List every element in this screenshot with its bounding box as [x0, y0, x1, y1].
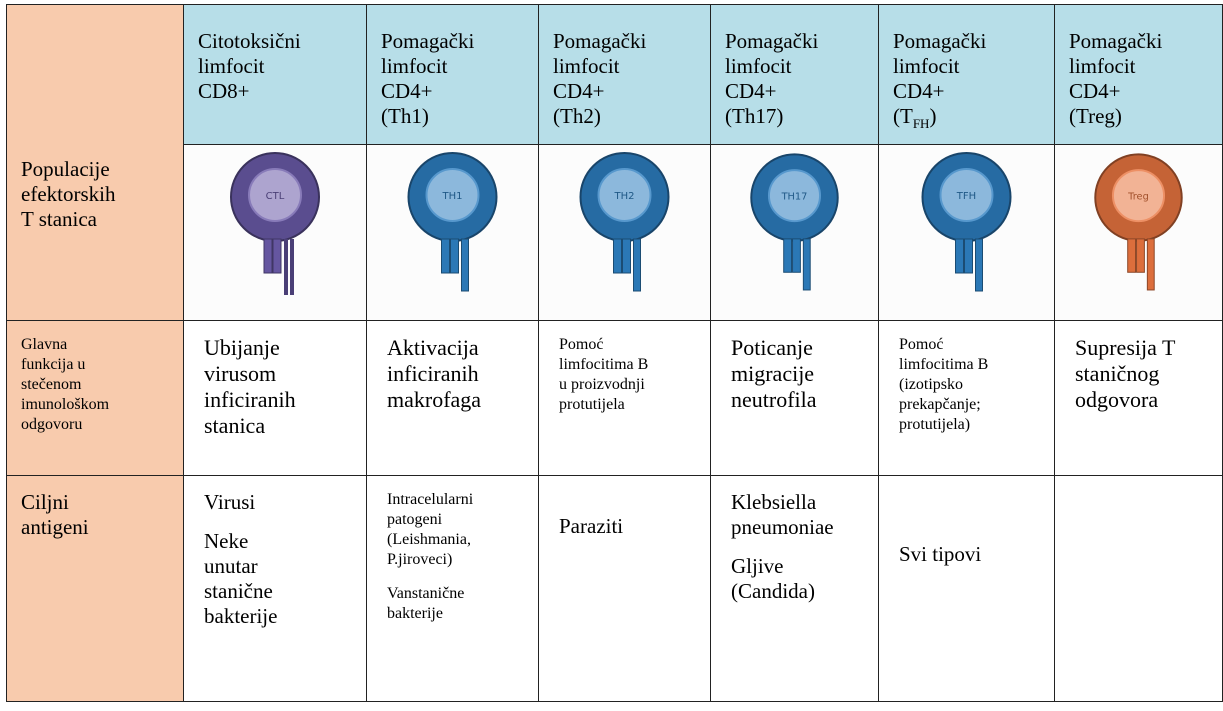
col-head-treg: Pomagački limfocit CD4+ (Treg)	[1054, 4, 1223, 145]
function-th1: Aktivacija inficiranih makrofaga	[366, 320, 539, 476]
svg-text:Treg: Treg	[1127, 192, 1149, 203]
th17-cell-icon: TH17	[711, 145, 878, 320]
th1-cell-icon: TH1	[367, 145, 538, 320]
function-th17: Poticanje migracije neutrofila	[710, 320, 879, 476]
target-item: Gljive (Candida)	[731, 554, 815, 603]
ctl-cell-icon: CTL	[184, 145, 366, 320]
target-item: Intracelularni patogeni (Leishmania, P.j…	[387, 491, 474, 568]
cell-image-th2: TH2	[538, 144, 711, 321]
col-head-tfh-end: )	[929, 104, 937, 128]
svg-text:TFH: TFH	[956, 191, 976, 202]
row-label-population: Populacije efektorskih T stanica	[6, 4, 184, 321]
function-tfh: Pomoć limfocitima B (izotipsko prekapčan…	[878, 320, 1055, 476]
function-treg: Supresija T staničnog odgovora	[1054, 320, 1223, 476]
th2-cell-icon: TH2	[539, 145, 710, 320]
target-item: Paraziti	[559, 514, 624, 538]
svg-text:TH17: TH17	[781, 192, 808, 203]
cell-image-tfh: TFH	[878, 144, 1055, 321]
target-item: Klebsiella pneumoniae	[731, 490, 834, 539]
tfh-cell-icon: TFH	[879, 145, 1054, 320]
cell-image-th17: TH17	[710, 144, 879, 321]
treg-cell-icon: Treg	[1055, 145, 1222, 320]
targets-th1: Intracelularni patogeni (Leishmania, P.j…	[366, 475, 539, 702]
col-head-ctl: Citotoksični limfocit CD8+	[183, 4, 367, 145]
col-head-th17: Pomagački limfocit CD4+ (Th17)	[710, 4, 879, 145]
function-ctl: Ubijanje virusom inficiranih stanica	[183, 320, 367, 476]
row-label-function: Glavna funkcija u stečenom imunološkom o…	[6, 320, 184, 476]
targets-treg	[1054, 475, 1223, 702]
targets-th2: Paraziti	[538, 475, 711, 702]
targets-th17: Klebsiella pneumoniae Gljive (Candida)	[710, 475, 879, 702]
row-label-targets: Ciljni antigeni	[6, 475, 184, 702]
col-head-th2: Pomagački limfocit CD4+ (Th2)	[538, 4, 711, 145]
svg-text:CTL: CTL	[266, 191, 285, 202]
svg-text:TH2: TH2	[614, 191, 635, 202]
target-item: Vanstanične bakterije	[387, 585, 465, 622]
target-item: Svi tipovi	[899, 542, 982, 566]
cell-image-ctl: CTL	[183, 144, 367, 321]
col-head-th1: Pomagački limfocit CD4+ (Th1)	[366, 4, 539, 145]
svg-text:TH1: TH1	[442, 191, 463, 202]
target-item: Virusi	[204, 490, 256, 514]
cell-image-th1: TH1	[366, 144, 539, 321]
targets-ctl: Virusi Neke unutar stanične bakterije	[183, 475, 367, 702]
col-head-tfh-text: Pomagački limfocit CD4+ (T	[893, 29, 987, 128]
targets-tfh: Svi tipovi	[878, 475, 1055, 702]
target-item: Neke unutar stanične bakterije	[204, 529, 278, 628]
function-th2: Pomoć limfocitima B u proizvodnji protut…	[538, 320, 711, 476]
cell-image-treg: Treg	[1054, 144, 1223, 321]
effector-t-cell-table: Populacije efektorskih T stanica Citotok…	[6, 4, 1223, 702]
col-head-tfh: Pomagački limfocit CD4+ (TFH)	[878, 4, 1055, 145]
col-head-tfh-sub: FH	[912, 116, 930, 132]
